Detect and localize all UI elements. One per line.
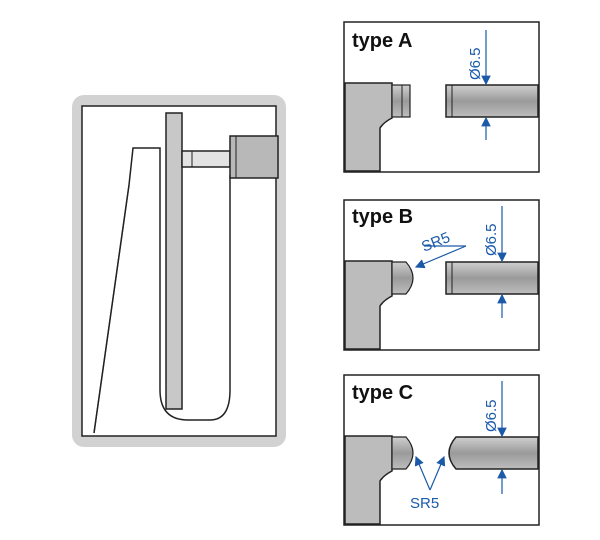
- panel-title-c: type C: [352, 382, 414, 404]
- panel-title-b: type B: [352, 206, 414, 228]
- diameter-label-a: Ø6.5: [467, 47, 484, 80]
- left-anvil: [344, 82, 393, 172]
- gauge-body-inner: [93, 184, 130, 434]
- panel-type-c: [343, 374, 540, 526]
- gauge-thimble: [229, 135, 279, 179]
- gauge-spindle: [181, 150, 231, 168]
- anvil-tip-rounded: [391, 261, 414, 295]
- anvil-tip: [391, 84, 411, 118]
- gauge-overview: [72, 95, 286, 447]
- right-spindle: [445, 261, 539, 295]
- diameter-label-b: Ø6.5: [483, 223, 500, 256]
- left-anvil: [344, 260, 393, 350]
- right-spindle-rounded: [448, 436, 539, 470]
- radius-label-c: SR5: [410, 495, 439, 512]
- gauge-blade: [165, 112, 183, 410]
- diameter-label-c: Ø6.5: [483, 399, 500, 432]
- anvil-tip-rounded: [391, 436, 414, 470]
- panel-title-a: type A: [352, 30, 413, 52]
- left-anvil: [344, 435, 393, 525]
- panel-type-b: [343, 199, 540, 351]
- panel-type-a: [343, 21, 540, 173]
- right-spindle: [445, 84, 539, 118]
- gauge-body-outline: [93, 147, 231, 434]
